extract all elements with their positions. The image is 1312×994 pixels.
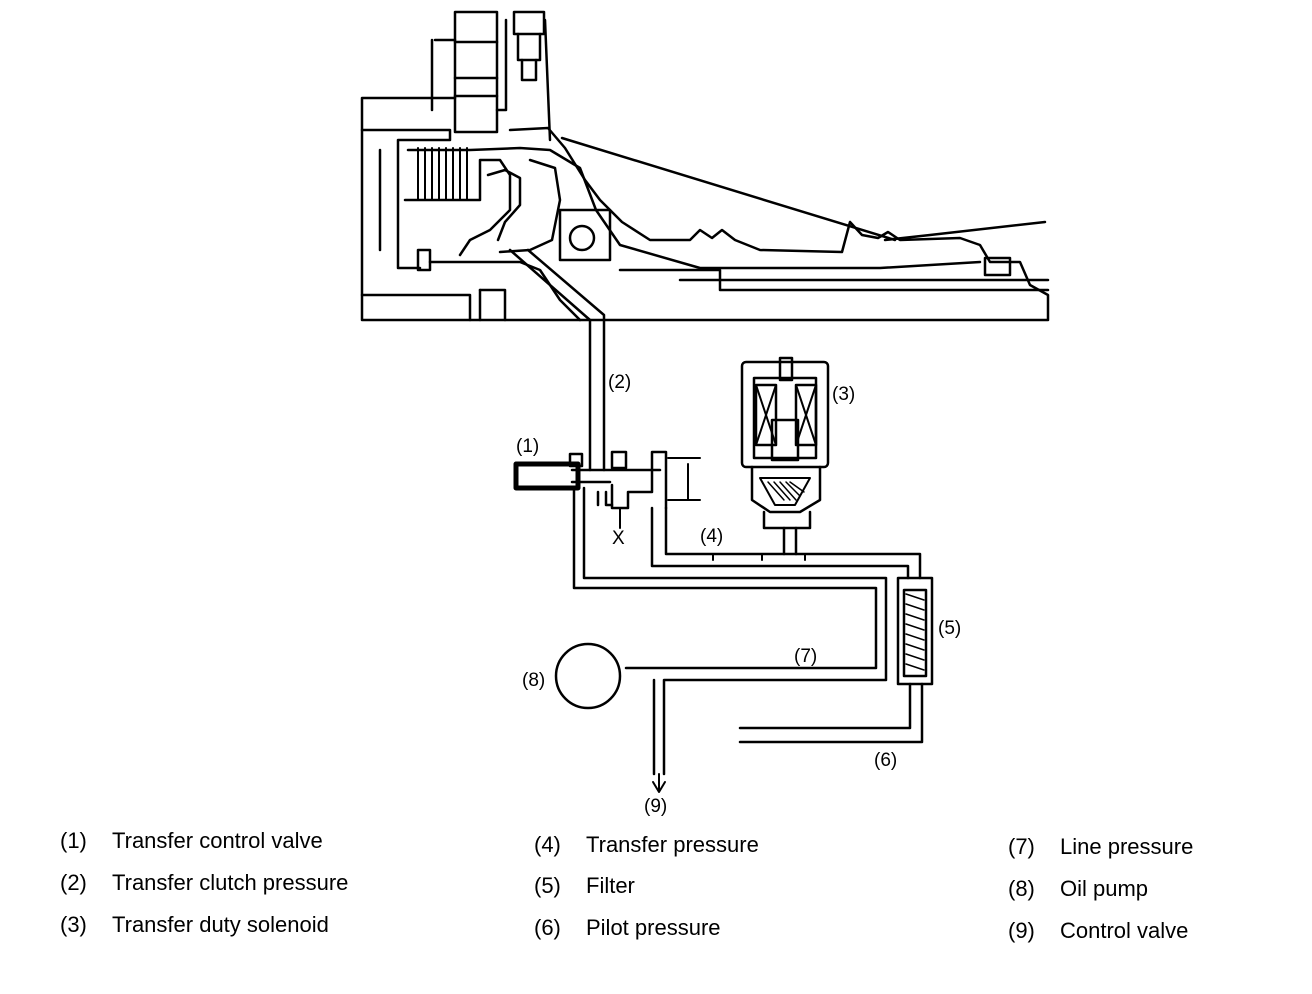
legend-number: (2) xyxy=(60,870,87,895)
legend-text: Pilot pressure xyxy=(586,915,721,940)
callout-2: (2) xyxy=(608,372,631,393)
legend-text: Filter xyxy=(586,873,635,898)
legend-item-5: (5) Filter xyxy=(534,873,635,899)
legend-text: Transfer clutch pressure xyxy=(112,870,349,895)
callout-x: X xyxy=(612,528,625,549)
legend-number: (5) xyxy=(534,873,561,898)
legend-item-6: (6) Pilot pressure xyxy=(534,915,721,941)
callout-7: (7) xyxy=(794,646,817,667)
line-pressure-line xyxy=(572,486,888,776)
filter xyxy=(896,576,934,686)
legend-text: Transfer control valve xyxy=(112,828,323,853)
callout-3: (3) xyxy=(832,384,855,405)
callout-9: (9) xyxy=(644,796,667,817)
transfer-control-valve xyxy=(513,450,701,529)
transfer-pressure-line xyxy=(650,506,922,580)
pilot-pressure-line xyxy=(738,682,924,744)
legend-text: Oil pump xyxy=(1060,876,1149,901)
legend-item-2: (2) Transfer clutch pressure xyxy=(60,870,348,896)
legend-text: Transfer pressure xyxy=(586,832,759,857)
legend-item-4: (4) Transfer pressure xyxy=(534,832,759,858)
legend-item-7: (7) Line pressure xyxy=(1008,834,1193,860)
callout-4: (4) xyxy=(700,526,723,547)
callout-8: (8) xyxy=(522,670,545,691)
legend-text: Control valve xyxy=(1060,918,1189,943)
legend-number: (6) xyxy=(534,915,561,940)
legend-number: (1) xyxy=(60,828,87,853)
legend-text: Transfer duty solenoid xyxy=(112,912,329,937)
legend-item-9: (9) Control valve xyxy=(1008,918,1188,944)
legend-item-3: (3) Transfer duty solenoid xyxy=(60,912,329,938)
legend-number: (7) xyxy=(1008,834,1035,859)
legend-item-1: (1) Transfer control valve xyxy=(60,828,323,854)
legend-number: (4) xyxy=(534,832,561,857)
transfer-clutch-pressure-line xyxy=(508,248,606,472)
legend-text: Line pressure xyxy=(1060,834,1194,859)
callout-6: (6) xyxy=(874,750,897,771)
callout-5: (5) xyxy=(938,618,961,639)
control-valve-arrow xyxy=(652,773,666,793)
transfer-clutch-assembly xyxy=(360,10,1050,322)
legend-item-8: (8) Oil pump xyxy=(1008,876,1148,902)
legend-number: (8) xyxy=(1008,876,1035,901)
oil-pump xyxy=(554,642,622,710)
callout-1: (1) xyxy=(516,436,539,457)
legend-number: (3) xyxy=(60,912,87,937)
legend-number: (9) xyxy=(1008,918,1035,943)
transfer-duty-solenoid xyxy=(740,356,830,556)
